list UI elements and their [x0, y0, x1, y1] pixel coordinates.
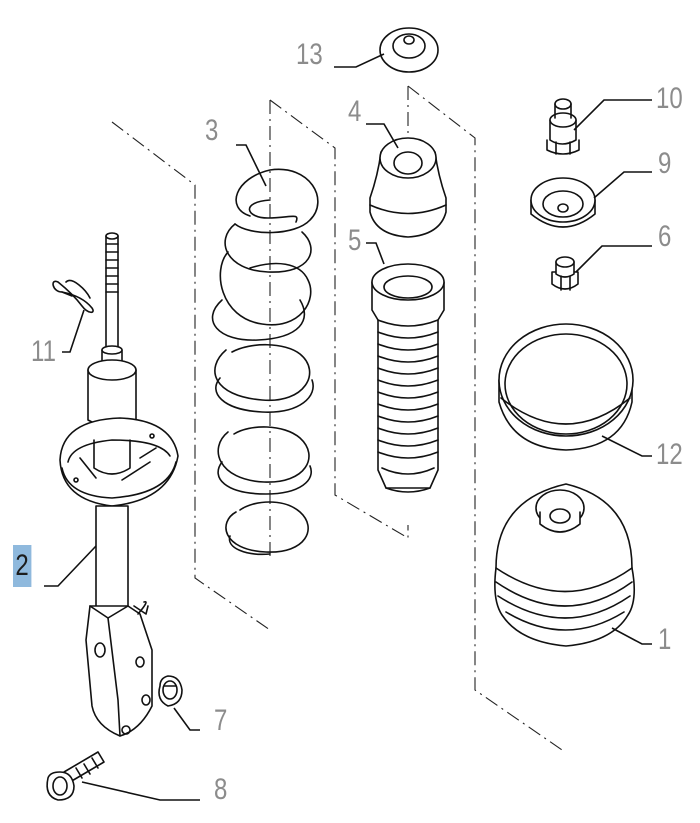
callout-7[interactable]: 7 [214, 704, 228, 737]
part-13-top-washer[interactable] [379, 27, 439, 73]
callout-6[interactable]: 6 [658, 220, 672, 253]
part-9-upper-mount[interactable] [530, 177, 596, 228]
leader-lines [44, 53, 652, 801]
part-3-coil-spring[interactable] [211, 168, 319, 556]
part-8-bolt[interactable] [46, 751, 105, 801]
part-4-bump-stop[interactable] [369, 137, 447, 238]
part-2-shock-absorber[interactable] [59, 232, 179, 737]
callout-13[interactable]: 13 [296, 38, 323, 71]
part-11-clip[interactable] [52, 279, 94, 314]
callout-10[interactable]: 10 [656, 82, 683, 115]
part-7-nut[interactable] [158, 675, 183, 707]
guide-lines [111, 85, 566, 753]
callout-8[interactable]: 8 [214, 773, 228, 806]
part-12-ring[interactable] [498, 323, 634, 451]
part-1-lower-bellow[interactable] [494, 483, 636, 647]
callout-4[interactable]: 4 [348, 95, 362, 128]
part-6-nut[interactable] [551, 256, 579, 291]
part-5-dust-boot[interactable] [371, 263, 445, 493]
callout-3[interactable]: 3 [205, 114, 219, 147]
callout-11[interactable]: 11 [31, 335, 56, 368]
callout-12[interactable]: 12 [656, 438, 683, 471]
callout-1[interactable]: 1 [658, 623, 672, 656]
callout-5[interactable]: 5 [348, 224, 362, 257]
part-10-top-nut[interactable] [546, 98, 580, 155]
callout-9[interactable]: 9 [658, 147, 672, 180]
callout-2-highlighted[interactable]: 2 [13, 545, 32, 587]
